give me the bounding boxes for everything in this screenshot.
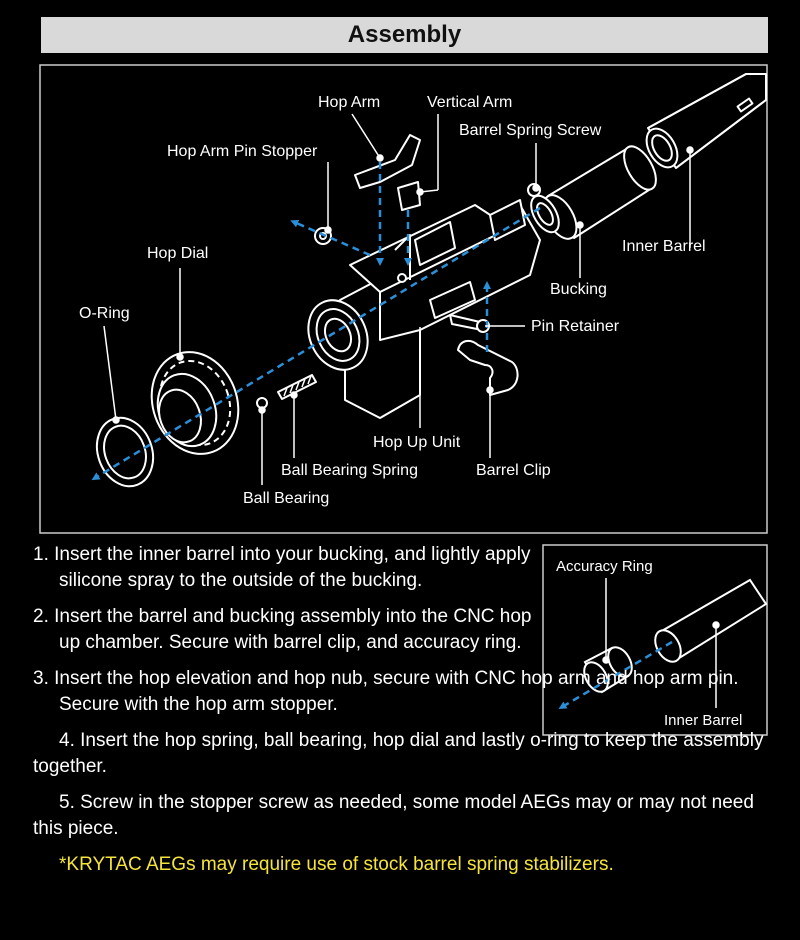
krytac-note: *KRYTAC AEGs may require use of stock ba… (59, 854, 614, 875)
label-accuracy-ring: Accuracy Ring (556, 558, 653, 575)
label-hop-arm-pin-stopper: Hop Arm Pin Stopper (167, 143, 318, 160)
o-ring-part (95, 416, 155, 488)
inner-barrel-part (645, 73, 767, 169)
instruction-steps: 1. Insert the inner barrel into your buc… (33, 542, 773, 878)
label-barrel-clip: Barrel Clip (476, 462, 551, 479)
section-title: Assembly (41, 17, 768, 53)
hop-dial-part (150, 351, 240, 455)
label-inner-barrel: Inner Barrel (622, 238, 706, 255)
inset-axis-arrow (558, 640, 673, 710)
label-vertical-arm: Vertical Arm (427, 94, 512, 111)
label-ball-bearing: Ball Bearing (243, 490, 329, 507)
ball-bearing-spring-part (277, 374, 317, 400)
vertical-arm-part (397, 181, 421, 211)
hop-up-unit-part (339, 199, 541, 419)
hop-arm-part (354, 134, 421, 189)
diagram-frame (39, 64, 768, 534)
step-2: 2. Insert the barrel and bucking assembl… (33, 606, 532, 653)
label-hop-up-unit: Hop Up Unit (373, 434, 461, 451)
inset-accuracy-ring-part (583, 646, 633, 694)
label-hop-dial: Hop Dial (147, 245, 208, 262)
label-o-ring: O-Ring (79, 305, 130, 322)
barrel-spring-screw-part (527, 183, 560, 234)
label-bucking: Bucking (550, 281, 607, 298)
label-inset-inner-barrel: Inner Barrel (664, 712, 742, 729)
barrel-clip-part (457, 339, 519, 396)
label-barrel-spring-screw: Barrel Spring Screw (459, 122, 602, 139)
main-axis-arrow (91, 206, 541, 481)
stopper-arrow (290, 219, 371, 257)
hop-chamber-front (307, 299, 369, 371)
step-1: 1. Insert the inner barrel into your buc… (33, 544, 531, 591)
label-pin-retainer: Pin Retainer (531, 318, 620, 335)
inset-diagram: Accuracy Ring Inner Barrel (542, 544, 768, 736)
step-5: 5. Screw in the stopper screw as needed,… (33, 792, 754, 839)
step-3: 3. Insert the hop elevation and hop nub,… (33, 668, 739, 715)
pin-retainer-part (449, 314, 490, 333)
step-4: 4. Insert the hop spring, ball bearing, … (33, 730, 764, 777)
label-hop-arm: Hop Arm (318, 94, 380, 111)
inset-frame (542, 544, 768, 736)
label-ball-bearing-spring: Ball Bearing Spring (281, 462, 418, 479)
